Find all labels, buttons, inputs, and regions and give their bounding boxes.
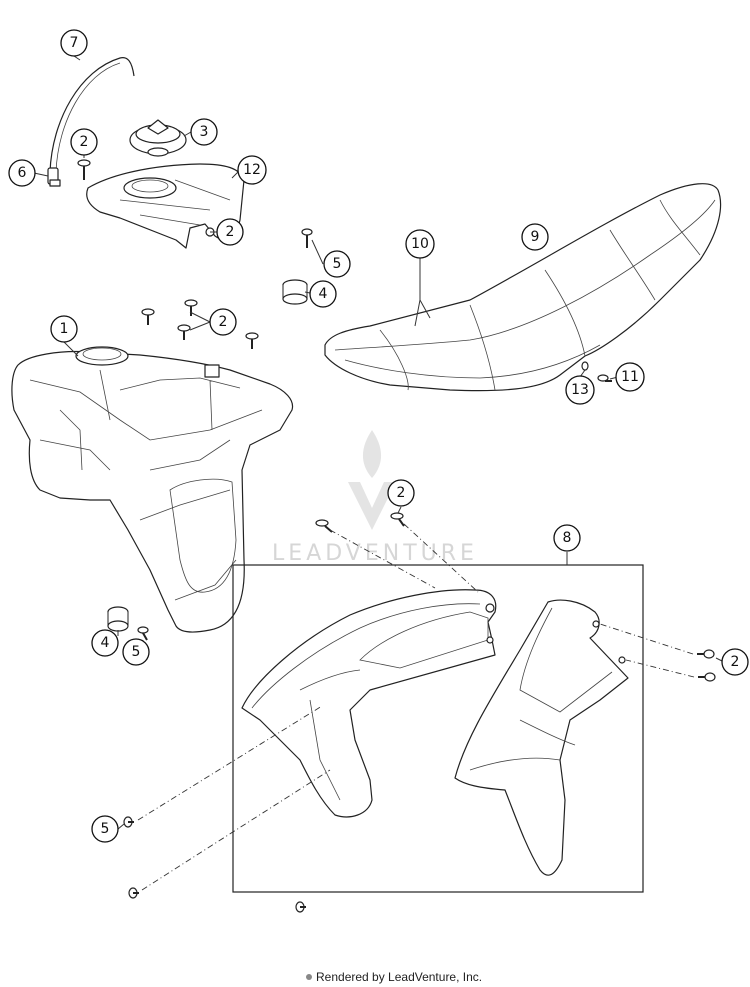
callout-4-label: 4 [319,286,328,302]
callout-2-right: 2 [721,648,749,676]
right-radiator-spoiler [454,599,629,876]
callout-2-cap: 2 [70,128,98,156]
watermark: LEADVENTURE [272,430,478,566]
callout-3-label: 3 [200,124,209,140]
screw-part-5-lower [137,626,149,641]
callout-1-label: 1 [60,321,69,337]
callout-2-cover: 2 [216,218,244,246]
screws-part-5-bottom [123,816,306,913]
callout-7: 7 [60,29,88,57]
callout-5-bottom: 5 [91,815,119,843]
tank-cover [86,163,245,249]
screw-part-5-middle [301,228,313,248]
fuel-cap [129,119,187,157]
screw-part-2-top [77,159,91,180]
watermark-text: LEADVENTURE [272,541,478,566]
leadventure-logo-icon [306,974,312,980]
watermark-v-icon [348,482,396,530]
callout-9-label: 9 [531,229,540,245]
callout-2-tank: 2 [209,308,237,336]
assembly-lines [137,523,695,891]
footer: Rendered by LeadVenture, Inc. [306,970,482,984]
screws-part-2-right [697,649,716,682]
callout-2-label: 2 [80,134,89,150]
leader-lines [33,55,723,830]
callout-7-label: 7 [70,35,79,51]
callout-3: 3 [190,118,218,146]
callout-11-label: 11 [621,369,639,385]
callout-1: 1 [50,315,78,343]
callout-12-label: 12 [243,162,261,178]
screws-part-2-tank [141,299,259,349]
nut-part-13 [581,361,589,371]
callout-6-label: 6 [18,165,27,181]
callout-2-label: 2 [219,314,228,330]
callout-5-label: 5 [101,821,110,837]
fuel-hose [49,57,135,173]
callout-9: 9 [521,223,549,251]
callout-2-box: 2 [387,479,415,507]
rubber-bushing-part-4-middle [282,279,308,305]
hose-clip [47,167,61,187]
callout-2-label: 2 [226,224,235,240]
callout-2-label: 2 [731,654,740,670]
callout-8: 8 [553,524,581,552]
callout-2-label: 2 [397,485,406,501]
callout-6: 6 [8,159,36,187]
callout-5-lower: 5 [122,638,150,666]
callout-12: 12 [237,155,267,185]
watermark-flame-icon [362,430,382,478]
callout-4-middle: 4 [309,280,337,308]
callout-11: 11 [615,362,645,392]
seat [324,183,722,392]
radiator-spoiler-group-box [232,564,644,893]
callout-13-label: 13 [571,382,589,398]
callout-10: 10 [405,229,435,259]
callout-5-label: 5 [333,256,342,272]
footer-text: Rendered by LeadVenture, Inc. [316,970,482,984]
callout-4-lower: 4 [91,629,119,657]
callout-5-label: 5 [132,644,141,660]
callout-8-label: 8 [563,530,572,546]
fuel-tank [11,346,294,633]
callout-10-label: 10 [411,236,429,252]
screw-part-11 [597,374,612,382]
callout-5-middle: 5 [323,250,351,278]
left-radiator-spoiler [241,589,497,818]
callout-13: 13 [565,375,595,405]
callout-4-label: 4 [101,635,110,651]
rubber-bushing-part-4-lower [107,606,129,632]
fuel-hose-inner [55,62,121,173]
screws-part-2-box-top [315,512,405,533]
